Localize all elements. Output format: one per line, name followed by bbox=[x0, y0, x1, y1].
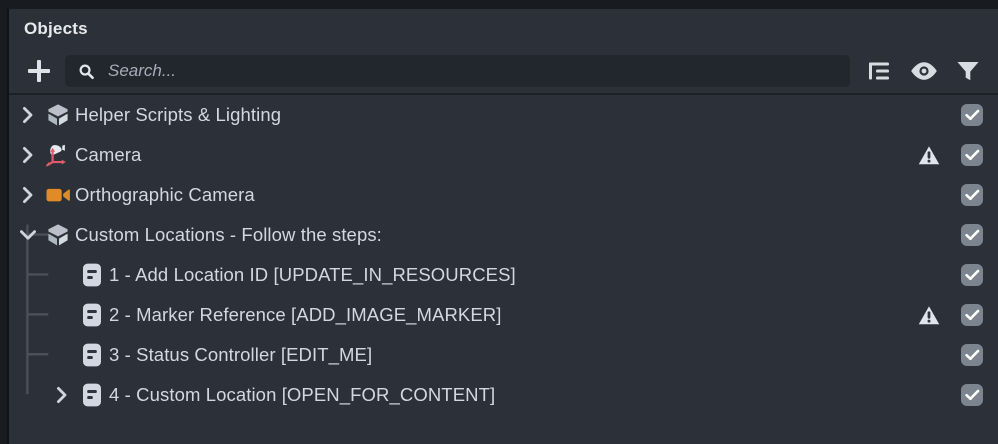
prefab-cube-icon bbox=[45, 215, 71, 255]
visibility-checkbox[interactable] bbox=[959, 335, 985, 375]
search-field[interactable] bbox=[65, 55, 850, 87]
tree-row-label: Custom Locations - Follow the steps: bbox=[75, 224, 382, 245]
checkmark-icon bbox=[961, 224, 983, 246]
visibility-checkbox[interactable] bbox=[959, 375, 985, 415]
script-node-icon bbox=[79, 255, 105, 295]
tree-row-label: Helper Scripts & Lighting bbox=[75, 104, 282, 125]
window-left-gutter bbox=[0, 0, 7, 444]
tree-row[interactable]: 4 - Custom Location [OPEN_FOR_CONTENT] bbox=[9, 375, 998, 415]
tree-row[interactable]: Camera bbox=[9, 135, 998, 175]
tree-row[interactable]: 2 - Marker Reference [ADD_IMAGE_MARKER] bbox=[9, 295, 998, 335]
chevron-right-icon[interactable] bbox=[17, 95, 39, 135]
visibility-checkbox[interactable] bbox=[959, 135, 985, 175]
panel-left-border bbox=[7, 9, 9, 444]
tree-row-label: 1 - Add Location ID [UPDATE_IN_RESOURCES… bbox=[109, 264, 516, 285]
visibility-checkbox[interactable] bbox=[959, 295, 985, 335]
objects-panel: Objects bbox=[9, 9, 998, 444]
search-icon bbox=[79, 64, 94, 79]
visibility-eye-icon[interactable] bbox=[904, 52, 944, 90]
object-tree: Helper Scripts & Lighting Camera bbox=[9, 95, 998, 444]
orthographic-camera-icon bbox=[45, 175, 71, 215]
checkmark-icon bbox=[961, 384, 983, 406]
script-node-icon bbox=[79, 295, 105, 335]
chevron-right-icon[interactable] bbox=[17, 175, 39, 215]
chevron-right-icon[interactable] bbox=[51, 375, 73, 415]
chevron-right-icon[interactable] bbox=[17, 135, 39, 175]
visibility-checkbox[interactable] bbox=[959, 255, 985, 295]
script-node-icon bbox=[79, 375, 105, 415]
tree-row[interactable]: Helper Scripts & Lighting bbox=[9, 95, 998, 135]
page-title: Objects bbox=[24, 19, 88, 38]
checkmark-icon bbox=[961, 184, 983, 206]
outline-list-icon[interactable] bbox=[860, 52, 900, 90]
add-object-button[interactable] bbox=[17, 52, 61, 90]
tree-row-label: Orthographic Camera bbox=[75, 184, 255, 205]
tree-row-label: 3 - Status Controller [EDIT_ME] bbox=[109, 344, 373, 365]
checkmark-icon bbox=[961, 104, 983, 126]
toolbar-divider bbox=[9, 93, 998, 95]
checkmark-icon bbox=[961, 344, 983, 366]
camera-gizmo-icon bbox=[45, 135, 71, 175]
tree-row[interactable]: Orthographic Camera bbox=[9, 175, 998, 215]
panel-header: Objects bbox=[9, 9, 998, 49]
tree-row[interactable]: 3 - Status Controller [EDIT_ME] bbox=[9, 335, 998, 375]
objects-toolbar bbox=[9, 49, 998, 93]
plus-icon bbox=[28, 60, 50, 82]
checkmark-icon bbox=[961, 304, 983, 326]
tree-row-label: 4 - Custom Location [OPEN_FOR_CONTENT] bbox=[109, 384, 496, 405]
tree-row-label: Camera bbox=[75, 144, 142, 165]
script-node-icon bbox=[79, 335, 105, 375]
visibility-checkbox[interactable] bbox=[959, 175, 985, 215]
warning-triangle-icon[interactable] bbox=[916, 135, 942, 175]
tree-row[interactable]: Custom Locations - Follow the steps: bbox=[9, 215, 998, 255]
tree-row[interactable]: 1 - Add Location ID [UPDATE_IN_RESOURCES… bbox=[9, 255, 998, 295]
checkmark-icon bbox=[961, 264, 983, 286]
visibility-checkbox[interactable] bbox=[959, 215, 985, 255]
search-input[interactable] bbox=[108, 61, 850, 81]
chevron-down-icon[interactable] bbox=[17, 215, 39, 255]
tree-row-label: 2 - Marker Reference [ADD_IMAGE_MARKER] bbox=[109, 304, 502, 325]
filter-funnel-icon[interactable] bbox=[948, 52, 988, 90]
checkmark-icon bbox=[961, 144, 983, 166]
prefab-cube-icon bbox=[45, 95, 71, 135]
warning-triangle-icon[interactable] bbox=[916, 295, 942, 335]
visibility-checkbox[interactable] bbox=[959, 95, 985, 135]
